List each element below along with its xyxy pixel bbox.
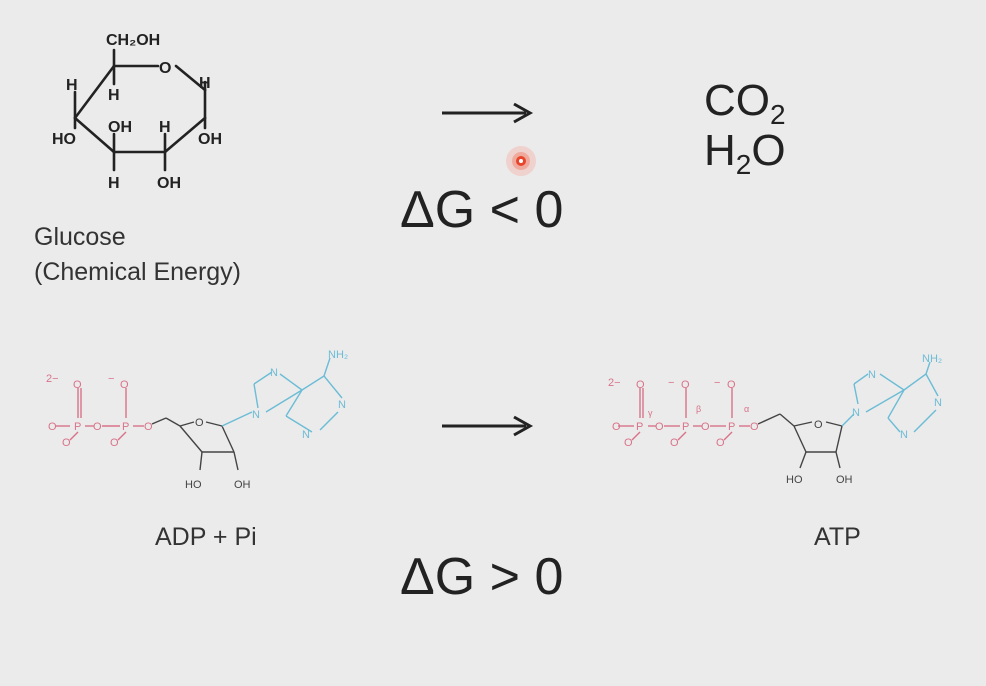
atp-charge-2minus: 2− (608, 377, 621, 389)
adp-n9: N (252, 409, 260, 421)
adp-o5: O (120, 379, 129, 391)
adp-o6: O (110, 437, 119, 449)
adp-charge-minus: − (108, 373, 114, 385)
glucose-h-c1: H (199, 75, 211, 92)
atp-ho: HO (786, 474, 803, 486)
atp-beta: β (696, 404, 701, 414)
atp-alpha: α (744, 404, 749, 414)
right-arrow-icon (442, 415, 534, 437)
atp-sugar-o: O (814, 419, 823, 431)
adp-ho: HO (185, 479, 202, 491)
glucose-ring-oxygen: O (159, 60, 171, 77)
atp-oh: OH (836, 474, 853, 486)
glucose-h-c4: H (66, 77, 78, 94)
atp-o9: O (716, 437, 725, 449)
adp-n1: N (338, 399, 346, 411)
atp-p-gamma: P (636, 421, 643, 433)
adp-n3: N (302, 429, 310, 441)
glucose-ho-c4: HO (52, 131, 76, 148)
right-arrow-icon (442, 102, 534, 124)
adp-structure: 2− O O P O O − O P O O O HO OH (46, 349, 348, 491)
glucose-h-c3: H (108, 175, 120, 192)
atp-n1: N (934, 397, 942, 409)
adp-oh: OH (234, 479, 251, 491)
atp-o5: O (681, 379, 690, 391)
atp-n9: N (852, 407, 860, 419)
glucose-ch2oh: CH₂OH (106, 32, 160, 49)
atp-gamma: γ (648, 408, 653, 418)
atp-charge-minus-1: − (668, 377, 674, 389)
glucose-subtitle: (Chemical Energy) (34, 258, 242, 286)
glucose-structure: CH₂OH O H OH H H HO OH H H OH (52, 32, 222, 192)
adp-nh2: NH₂ (328, 349, 348, 361)
glucose-oh-c3: OH (108, 119, 132, 136)
glucose-name: Glucose (34, 223, 126, 251)
adp-o7: O (144, 421, 153, 433)
delta-g-positive: ΔG > 0 (400, 548, 564, 606)
atp-p-alpha: P (728, 421, 735, 433)
cursor-pointer-icon (506, 146, 536, 176)
delta-g-negative: ΔG < 0 (400, 181, 564, 239)
atp-o4: O (655, 421, 664, 433)
atp-o7: O (701, 421, 710, 433)
atp-charge-minus-2: − (714, 377, 720, 389)
adp-p2: P (122, 421, 129, 433)
glucose-oh-c1: OH (198, 131, 222, 148)
atp-o1: O (636, 379, 645, 391)
glucose-h-c2: H (159, 119, 171, 136)
adp-charge-2minus: 2− (46, 373, 59, 385)
product-h2o: H2O (704, 126, 786, 180)
glucose-label: Glucose (Chemical Energy) (34, 220, 241, 290)
atp-o10: O (750, 421, 759, 433)
atp-nh2: NH₂ (922, 353, 942, 365)
atp-n3: N (900, 429, 908, 441)
glucose-oh-c2: OH (157, 175, 181, 192)
adp-label: ADP + Pi (155, 523, 257, 551)
atp-o3: O (624, 437, 633, 449)
product-co2: CO2 (704, 76, 786, 130)
atp-label: ATP (814, 523, 861, 551)
atp-structure: 2− O O P γ O O − O P β O O − O P α O O O… (608, 353, 942, 486)
adp-o3: O (62, 437, 71, 449)
atp-o6: O (670, 437, 679, 449)
adp-o1: O (73, 379, 82, 391)
products: CO2 H2O (704, 76, 786, 180)
adp-n7: N (270, 367, 278, 379)
atp-o8: O (727, 379, 736, 391)
atp-n7: N (868, 369, 876, 381)
atp-p-beta: P (682, 421, 689, 433)
adp-p1: P (74, 421, 81, 433)
adp-sugar-o: O (195, 417, 204, 429)
glucose-h-c5: H (108, 87, 120, 104)
adp-o4: O (93, 421, 102, 433)
atp-o2: O (612, 421, 621, 433)
adp-o2: O (48, 421, 57, 433)
